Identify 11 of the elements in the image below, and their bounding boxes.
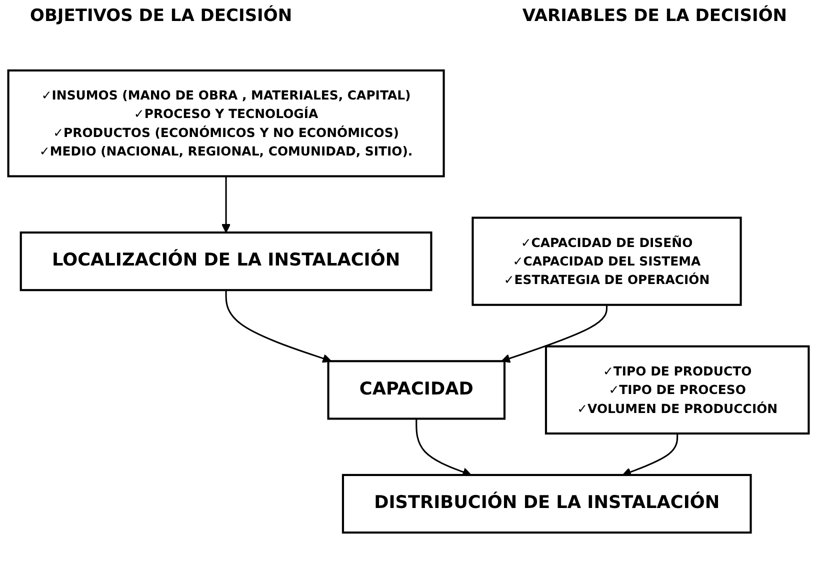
column-heading: OBJETIVOS DE LA DECISIÓN [30,6,292,26]
arrow [221,176,231,233]
node-box: ✓CAPACIDAD DE DISEÑO ✓CAPACIDAD DEL SISTEMA ✓ESTRATEGIA DE OPERACIÓN [472,216,742,306]
column-heading: VARIABLES DE LA DECISIÓN [522,6,787,26]
node-box: DISTRIBUCIÓN DE LA INSTALACIÓN [342,474,752,534]
node-box: ✓TIPO DE PRODUCTO ✓TIPO DE PROCESO ✓VOLUMEN DE PRODUCCIÓN [544,345,810,435]
arrow [501,304,608,363]
node-box: LOCALIZACIÓN DE LA INSTALACIÓN [20,231,432,292]
node-box: ✓INSUMOS (MANO DE OBRA , MATERIALES, CAPITAL) ✓PROCESO Y TECNOLOGÍA ✓PRODUCTOS (ECONÓMICOS Y NO ECONÓMICOS) ✓MEDIO (NACIONAL, REGIONAL, COMUNIDAD, SITIO). [7,69,445,178]
arrow [225,290,332,363]
node-box: CAPACIDAD [327,360,506,420]
